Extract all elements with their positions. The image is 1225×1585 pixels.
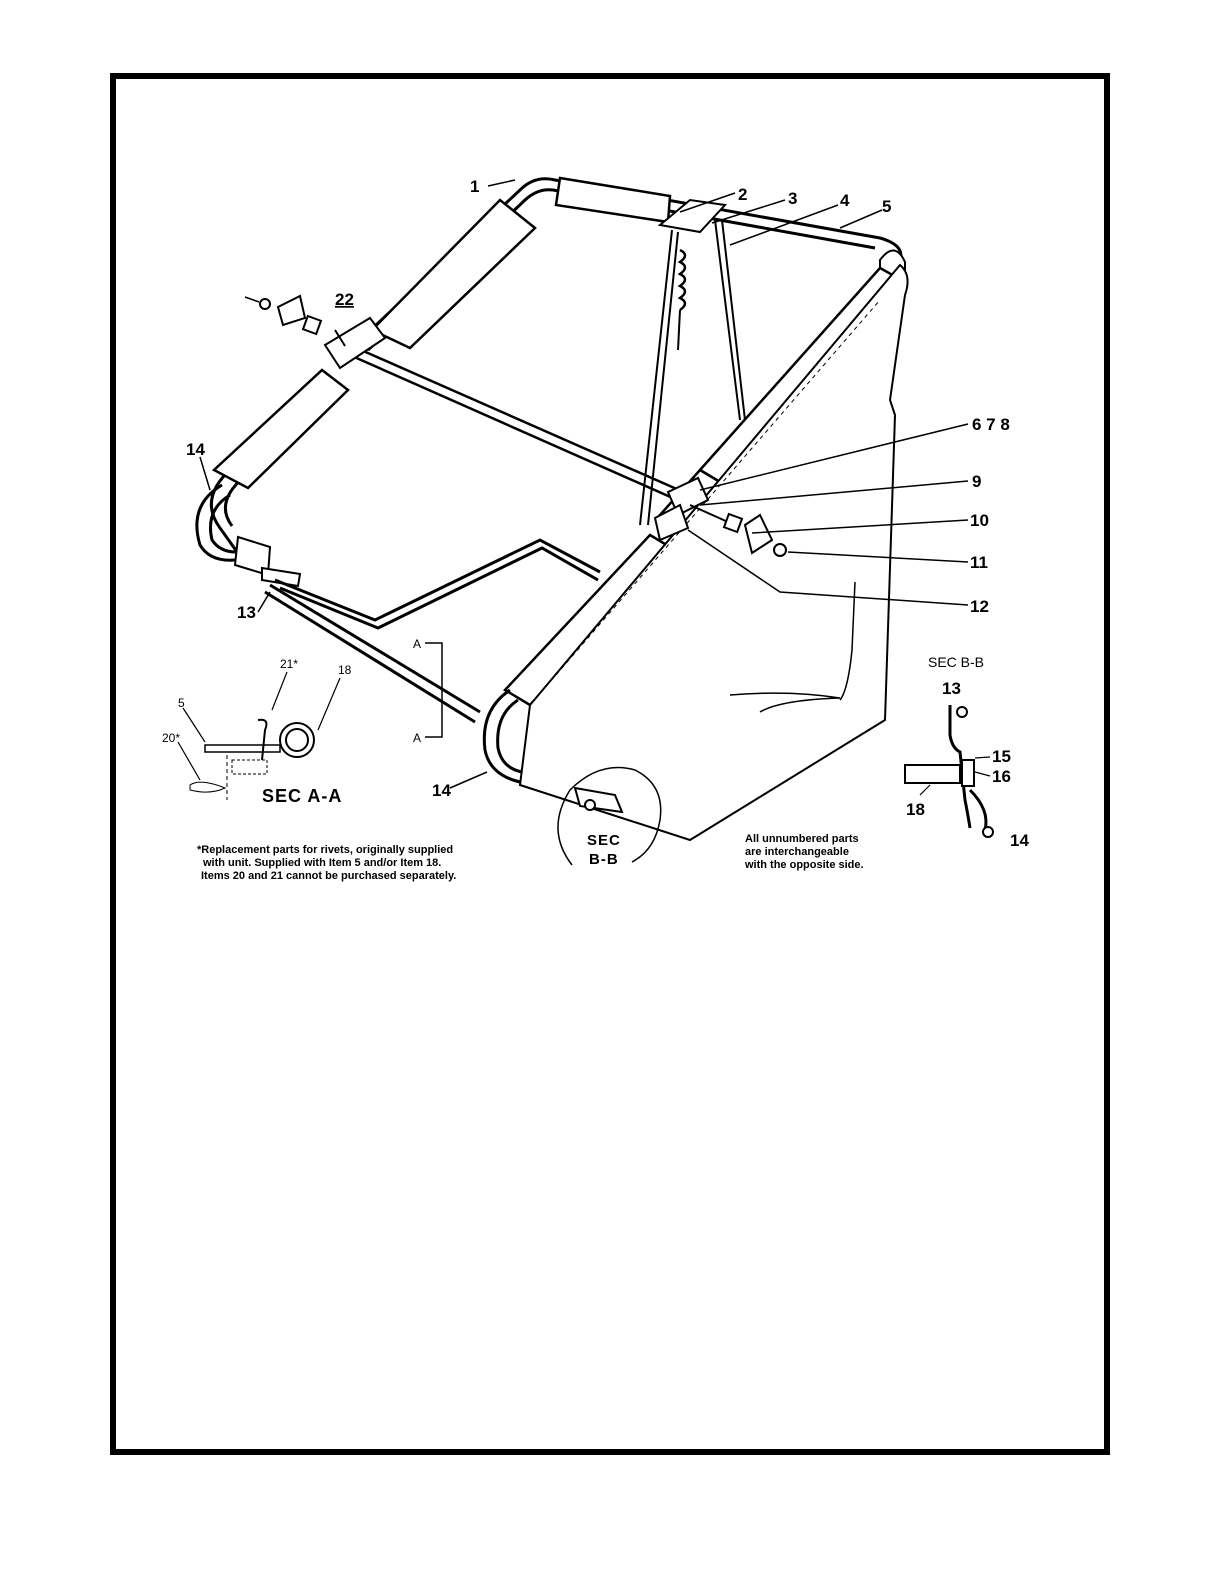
replacement-note-line-2: with unit. Supplied with Item 5 and/or I…: [202, 857, 441, 869]
upper-left-grip: [369, 198, 537, 350]
left-bag-tab: [233, 535, 302, 588]
section-aa-title: SEC A-A: [262, 786, 342, 806]
replacement-note-line-1: *Replacement parts for rivets, originall…: [197, 844, 453, 856]
upper-frame-tube: [358, 177, 903, 352]
right-pivot-hardware: [653, 476, 787, 557]
unnumbered-note-line-3: with the opposite side.: [744, 859, 864, 871]
top-back-grip: [554, 176, 672, 224]
section-bb-callout-14: 14: [1010, 831, 1029, 850]
callout-11: 11: [970, 553, 988, 572]
callout-5: 5: [882, 197, 891, 216]
section-aa-detail: [177, 671, 341, 800]
callout-leader-lines: [199, 179, 969, 789]
right-frame-loop: [482, 688, 523, 784]
callout-3: 3: [788, 189, 797, 208]
base-frame: [264, 538, 601, 724]
callout-22: 22: [335, 290, 354, 309]
section-aa-callout-21: 21*: [280, 657, 298, 671]
section-a-marker-bottom: A: [413, 731, 421, 745]
callout-2: 2: [738, 185, 747, 204]
section-bb-callout-13: 13: [942, 679, 961, 698]
replacement-note-line-3: Items 20 and 21 cannot be purchased sepa…: [201, 870, 456, 882]
page-border-frame: [110, 73, 1110, 1455]
left-frame-loop: [195, 483, 237, 562]
section-bb-title: SEC B-B: [928, 654, 984, 670]
callout-10: 10: [970, 511, 989, 530]
section-bb-side-detail: [904, 705, 994, 838]
unnumbered-note-line-1: All unnumbered parts: [745, 833, 859, 845]
cross-rod: [351, 344, 689, 505]
callout-13: 13: [237, 603, 256, 622]
section-bb-callout-18: 18: [906, 800, 925, 819]
callout-6-7-8: 6 7 8: [972, 415, 1010, 434]
callout-1: 1: [470, 177, 479, 196]
section-a-markers: [425, 642, 443, 738]
section-bb-callout-15: 15: [992, 747, 1011, 766]
bag-body: [518, 263, 909, 842]
unnumbered-note-line-2: are interchangeable: [745, 846, 849, 858]
section-aa-callout-20: 20*: [162, 731, 180, 745]
section-a-marker-top: A: [413, 637, 421, 651]
section-bb-callout-16: 16: [992, 767, 1011, 786]
section-bb-circle-bb: B-B: [589, 851, 619, 868]
callout-14-left: 14: [186, 440, 205, 459]
hanger-assembly: [639, 198, 746, 526]
callout-4: 4: [840, 191, 850, 210]
left-side-frame: [210, 368, 350, 557]
section-bb-circle-sec: SEC: [587, 832, 621, 849]
left-pivot-hardware: [244, 294, 387, 370]
section-bb-detail-circle: [557, 766, 662, 866]
callout-9: 9: [972, 472, 981, 491]
section-aa-callout-18: 18: [338, 663, 352, 677]
callout-14-right: 14: [432, 781, 451, 800]
callout-12: 12: [970, 597, 989, 616]
section-aa-callout-5: 5: [178, 696, 185, 710]
